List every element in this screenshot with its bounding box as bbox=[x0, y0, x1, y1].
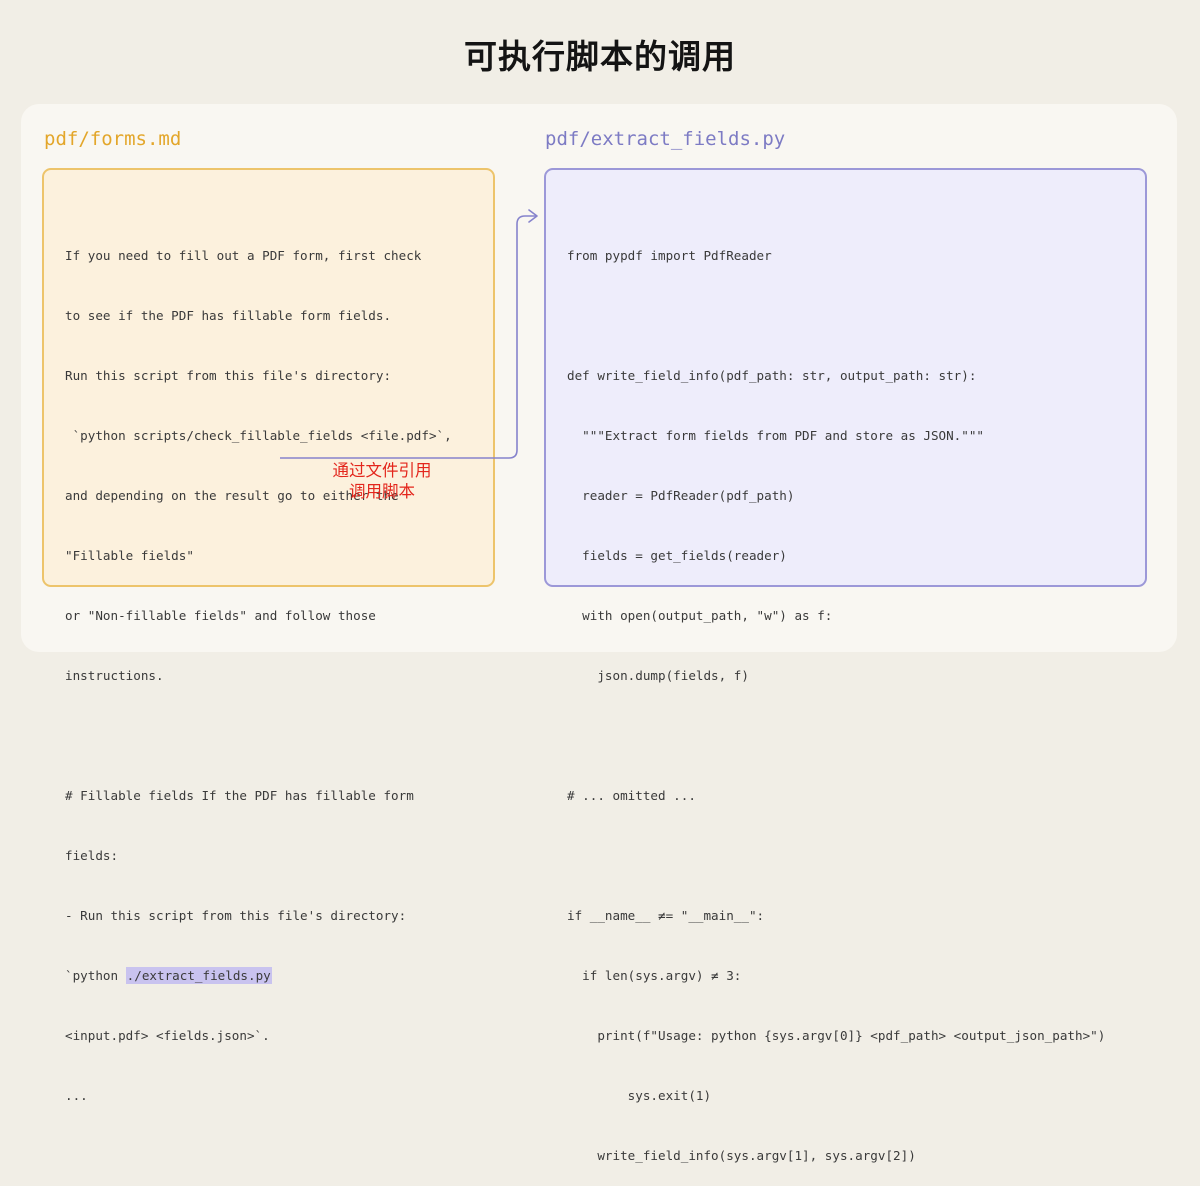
code-line: if len(sys.argv) ≠ 3: bbox=[567, 968, 742, 983]
code-line: """Extract form fields from PDF and stor… bbox=[567, 428, 985, 443]
forms-md-line: to see if the PDF has fillable form fiel… bbox=[65, 308, 392, 323]
right-file-label: pdf/extract_fields.py bbox=[545, 128, 786, 150]
code-line bbox=[567, 846, 1105, 866]
code-line bbox=[567, 306, 1105, 326]
code-line: fields = get_fields(reader) bbox=[567, 548, 787, 563]
forms-md-line: ... bbox=[65, 1088, 88, 1103]
annotation-line-1: 通过文件引用 bbox=[332, 461, 432, 480]
script-reference-prefix: `python bbox=[65, 968, 126, 983]
code-line: with open(output_path, "w") as f: bbox=[567, 608, 833, 623]
code-line: write_field_info(sys.argv[1], sys.argv[2… bbox=[567, 1148, 916, 1163]
forms-md-line: fields: bbox=[65, 848, 119, 863]
code-line: reader = PdfReader(pdf_path) bbox=[567, 488, 795, 503]
extract-fields-code: from pypdf import PdfReader def write_fi… bbox=[567, 206, 1105, 1186]
script-reference-line: `python ./extract_fields.py bbox=[65, 966, 452, 986]
forms-md-line bbox=[65, 726, 452, 746]
forms-md-line: instructions. bbox=[65, 668, 164, 683]
forms-md-line: - Run this script from this file's direc… bbox=[65, 908, 407, 923]
code-line bbox=[567, 726, 1105, 746]
code-line: print(f"Usage: python {sys.argv[0]} <pdf… bbox=[567, 1028, 1106, 1043]
code-line: from pypdf import PdfReader bbox=[567, 248, 772, 263]
forms-md-content: If you need to fill out a PDF form, firs… bbox=[65, 206, 452, 1126]
page-title: 可执行脚本的调用 bbox=[464, 37, 736, 76]
forms-md-line: <input.pdf> <fields.json>`. bbox=[65, 1028, 270, 1043]
forms-md-line: # Fillable fields If the PDF has fillabl… bbox=[65, 788, 414, 803]
annotation-note: 通过文件引用 调用脚本 bbox=[316, 460, 448, 502]
forms-md-line: and depending on the result go to either… bbox=[65, 488, 399, 503]
annotation-line-2: 调用脚本 bbox=[349, 482, 415, 501]
forms-md-line: or "Non-fillable fields" and follow thos… bbox=[65, 608, 376, 623]
code-line: # ... omitted ... bbox=[567, 788, 696, 803]
forms-md-line: "Fillable fields" bbox=[65, 548, 194, 563]
code-line: sys.exit(1) bbox=[567, 1088, 712, 1103]
left-file-label: pdf/forms.md bbox=[44, 128, 182, 150]
forms-md-line: Run this script from this file's directo… bbox=[65, 368, 392, 383]
forms-md-line: `python scripts/check_fillable_fields <f… bbox=[65, 428, 452, 443]
script-reference-highlight: ./extract_fields.py bbox=[125, 967, 272, 984]
code-line: def write_field_info(pdf_path: str, outp… bbox=[567, 368, 977, 383]
extract-fields-py-panel bbox=[544, 168, 1147, 587]
code-line: json.dump(fields, f) bbox=[567, 668, 749, 683]
code-line: if __name__ ≠= "__main__": bbox=[567, 908, 765, 923]
forms-md-line: If you need to fill out a PDF form, firs… bbox=[65, 248, 422, 263]
